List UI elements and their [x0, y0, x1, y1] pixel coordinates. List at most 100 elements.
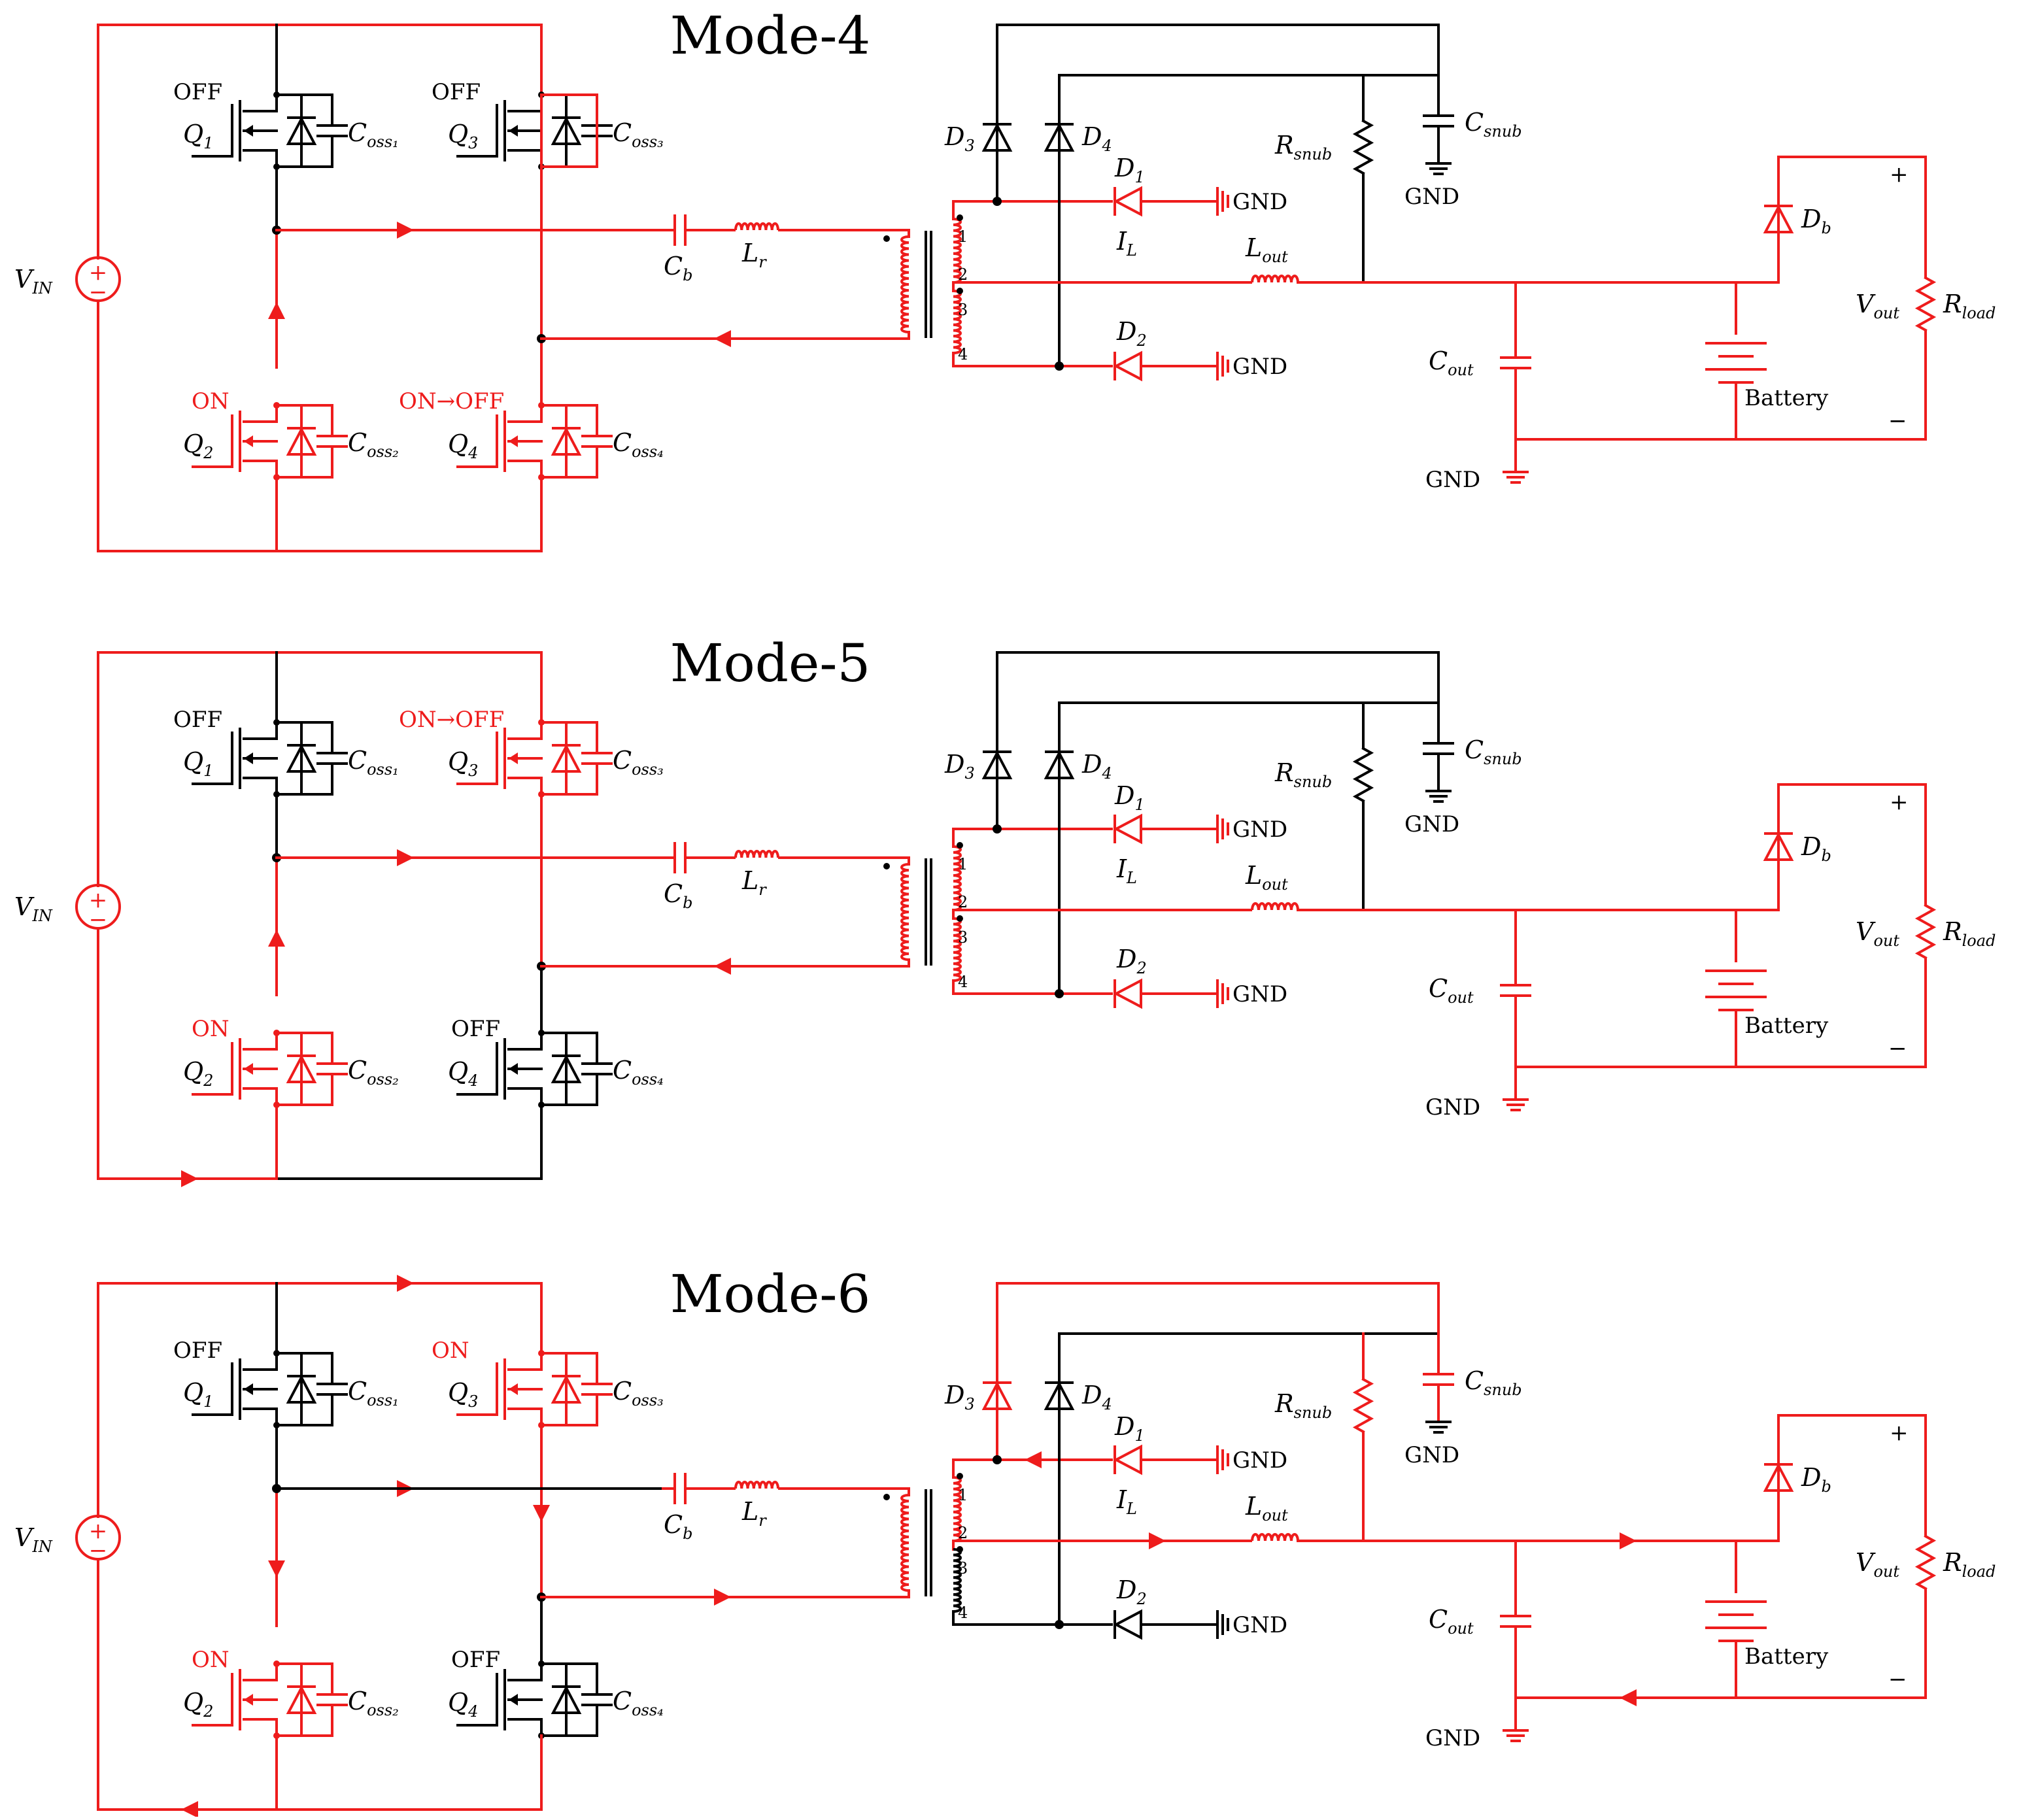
d3-label: D3 — [944, 122, 975, 155]
d1-label-subscript: 1 — [1134, 796, 1144, 814]
vin-label-symbol: V — [14, 1523, 35, 1552]
capacitor-cout — [1500, 1615, 1531, 1628]
diode-triangle — [1113, 978, 1142, 1009]
body-arrow — [509, 125, 518, 137]
gnd-label: GND — [1232, 1612, 1287, 1638]
vin-label-subscript: IN — [31, 1538, 52, 1556]
cout-label-symbol: C — [1429, 974, 1448, 1003]
drain-lead — [243, 1352, 278, 1371]
drain-lead — [243, 721, 278, 740]
coil-turns — [734, 222, 779, 231]
q3-state: ON→OFF — [399, 707, 504, 733]
diode-triangle — [1763, 204, 1794, 233]
vin-minus: − — [89, 907, 108, 933]
diode-db — [1763, 1462, 1794, 1492]
rsnub-label: Rsnub — [1274, 1389, 1332, 1422]
coss4-label-symbol: C — [613, 428, 632, 457]
cout-label: Cout — [1429, 974, 1474, 1007]
q1-label: Q1 — [183, 747, 213, 780]
coss4-label: Coss₄ — [613, 428, 664, 461]
db-label-symbol: D — [1801, 832, 1821, 861]
body-arrow — [509, 1694, 518, 1706]
q3-label-subscript: 3 — [468, 762, 478, 780]
vout-plus: + — [1890, 1420, 1909, 1446]
q2-label-symbol: Q — [183, 430, 203, 458]
diode-triangle — [1113, 186, 1142, 217]
q4-label-subscript: 4 — [468, 1071, 478, 1090]
q2-label-subscript: 2 — [203, 1071, 213, 1090]
db-label-subscript: b — [1821, 219, 1831, 237]
rsnub-label-symbol: R — [1274, 1389, 1294, 1418]
coss-capacitor — [316, 435, 348, 448]
q4-label: Q4 — [448, 1688, 478, 1721]
cap-gap — [583, 1383, 611, 1395]
cb-label-subscript: b — [683, 266, 692, 284]
d3-label-symbol: D — [944, 750, 964, 779]
resistor-zigzag — [1914, 276, 1937, 332]
body-diode — [551, 743, 582, 773]
current-arrow — [181, 1801, 198, 1818]
cap-gap — [1424, 743, 1453, 754]
il-label: IL — [1116, 227, 1137, 260]
q1-label-symbol: Q — [183, 1378, 203, 1407]
d1-label: D1 — [1114, 1412, 1145, 1445]
q2-state: ON — [192, 388, 230, 414]
current-arrow — [268, 1560, 285, 1577]
q4-label-subscript: 4 — [468, 1702, 478, 1721]
mosfet-q3 — [456, 92, 613, 170]
q2-label-subscript: 2 — [203, 1702, 213, 1721]
q3-label-symbol: Q — [448, 1378, 468, 1407]
mosfet-q1 — [192, 719, 348, 798]
diode-triangle — [286, 1054, 317, 1083]
coss3-highlight — [540, 93, 598, 168]
resistor-rsnub — [1352, 1377, 1374, 1434]
gnd-label: GND — [1404, 811, 1459, 837]
body-diode — [551, 1685, 582, 1714]
battery-label: Battery — [1744, 1013, 1829, 1039]
diode-triangle — [286, 1685, 317, 1714]
current-arrow — [397, 222, 414, 239]
current-arrow — [1025, 1451, 1042, 1468]
vin-source: +− — [75, 256, 121, 305]
vout-plus: + — [1890, 789, 1909, 815]
rload-label: Rload — [1943, 1548, 1996, 1581]
cap-gap — [583, 1694, 611, 1706]
rload-label-symbol: R — [1943, 290, 1962, 318]
pin-2-label: 2 — [958, 1524, 968, 1542]
db-label: Db — [1801, 832, 1831, 865]
junction-dot — [1055, 1620, 1064, 1629]
transformer-secondary-lower — [953, 289, 962, 355]
body-diode — [286, 743, 317, 773]
source-lead — [243, 1407, 278, 1426]
coil-turns — [734, 1480, 779, 1489]
lr-label-symbol: L — [741, 239, 758, 267]
q1-state: OFF — [173, 707, 222, 733]
lout-inductor — [1251, 275, 1299, 290]
vin-minus: − — [89, 279, 108, 305]
vin-label-subscript: IN — [31, 907, 52, 925]
cap-gap — [318, 125, 347, 137]
mosfet-q2 — [192, 1030, 348, 1108]
battery-cell — [1705, 969, 1767, 1011]
lout-label: Lout — [1245, 233, 1288, 266]
coss-capacitor — [316, 752, 348, 765]
d2-label: D2 — [1116, 945, 1147, 977]
vout-label-subscript: out — [1873, 304, 1899, 322]
q3-label-subscript: 3 — [468, 134, 478, 152]
rsnub-label-subscript: snub — [1294, 773, 1333, 791]
winding-turns — [953, 217, 962, 284]
lr-label-subscript: r — [758, 1511, 767, 1530]
coss1-label-subscript: oss₁ — [367, 133, 399, 151]
coss3-label-subscript: oss₃ — [632, 760, 664, 779]
current-arrow — [1620, 1689, 1637, 1706]
coss3-label-subscript: oss₃ — [632, 133, 664, 151]
pin-1-label: 1 — [958, 228, 968, 246]
mosfet-q1 — [192, 1350, 348, 1428]
diode-triangle — [286, 116, 317, 145]
il-label-symbol: I — [1116, 854, 1127, 883]
cout-label-subscript: out — [1448, 988, 1474, 1007]
q4-label: Q4 — [448, 430, 478, 462]
il-label-symbol: I — [1116, 1485, 1127, 1514]
coss2-label-subscript: oss₂ — [367, 443, 399, 461]
d1-label-symbol: D — [1114, 154, 1134, 182]
